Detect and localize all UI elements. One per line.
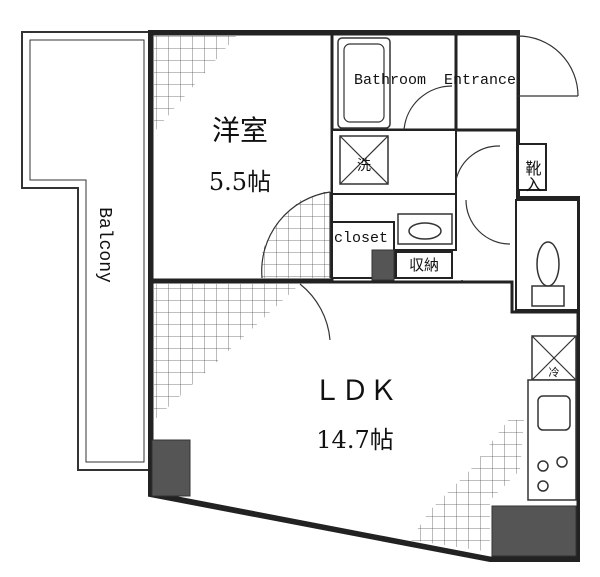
ldk-name: ＬＤＫ — [313, 374, 397, 407]
bathroom-label: Bathroom — [354, 72, 426, 89]
entrance-door-swing — [517, 35, 579, 97]
ldk-wall-block-right — [491, 505, 577, 557]
toilet-tank — [531, 285, 565, 307]
stove-burner — [556, 456, 568, 468]
ldk-floor-pattern-top — [154, 284, 300, 420]
kitchen-sink — [537, 395, 571, 431]
western-room-floor-pattern-right — [262, 190, 330, 278]
ldk-floor-pattern-bottom — [410, 420, 524, 552]
western-room-door-swing — [261, 191, 331, 279]
toilet-bowl — [536, 241, 560, 287]
wall-pillar — [371, 249, 395, 281]
sink — [408, 222, 442, 240]
balcony-label: Balcony — [94, 207, 114, 283]
shoe-storage — [517, 143, 547, 191]
bathroom-door-swing — [403, 85, 453, 131]
entrance — [454, 32, 520, 132]
shoe-storage-label: 靴入 — [523, 160, 542, 192]
washer-label: 洗 — [357, 158, 371, 174]
ldk-size: 14.7帖 — [316, 426, 393, 454]
western-room-floor-pattern-left — [154, 36, 236, 132]
washroom-door-swing — [455, 145, 501, 181]
western-room-size: 5.5帖 — [209, 168, 271, 196]
stove-burner — [537, 480, 549, 492]
stove-burner — [537, 460, 549, 472]
storage — [395, 251, 453, 279]
ldk-door-swing — [299, 283, 331, 341]
closet-label: closet — [334, 230, 388, 247]
bathtub — [337, 37, 391, 129]
toilet-door-swing — [465, 199, 511, 245]
fridge-label: 冷 — [549, 366, 560, 379]
ldk-wall-block-left — [151, 439, 191, 497]
balcony-inner-outline — [29, 39, 145, 463]
storage-label: 収納 — [409, 256, 439, 274]
entrance-label: Entrance — [444, 72, 516, 89]
western-room-name: 洋室 — [212, 114, 268, 147]
